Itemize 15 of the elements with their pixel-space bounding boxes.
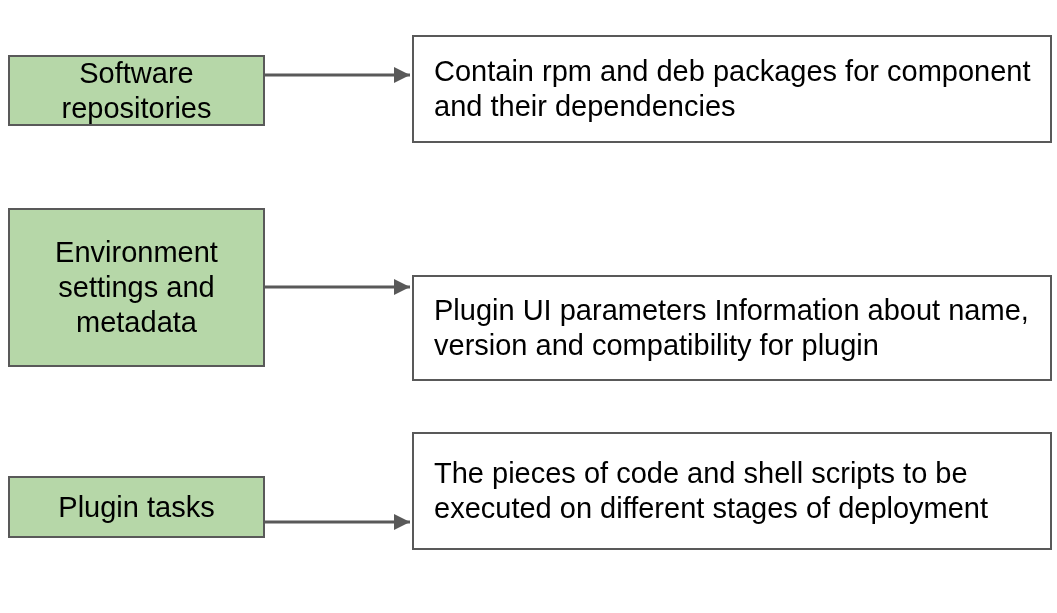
box-text: Plugin UI parameters Information about name, version and compatibility for plugin	[434, 293, 1030, 363]
component-box	[8, 476, 265, 538]
box-text: Contain rpm and deb packages for component and their dependencies	[434, 54, 1032, 124]
arrow	[265, 279, 410, 295]
description-box	[412, 275, 1052, 381]
arrow	[265, 67, 410, 83]
component-box	[8, 55, 265, 126]
box-text: The pieces of code and shell scripts to be executed on different stages of deployment	[434, 456, 990, 526]
box-text: Software repositories	[60, 55, 213, 126]
description-box	[412, 432, 1052, 550]
arrow	[265, 514, 410, 530]
component-box	[8, 208, 265, 367]
box-text: Plugin tasks	[58, 489, 215, 525]
box-text: Environment settings and metadata	[54, 235, 219, 340]
description-box	[412, 35, 1052, 143]
